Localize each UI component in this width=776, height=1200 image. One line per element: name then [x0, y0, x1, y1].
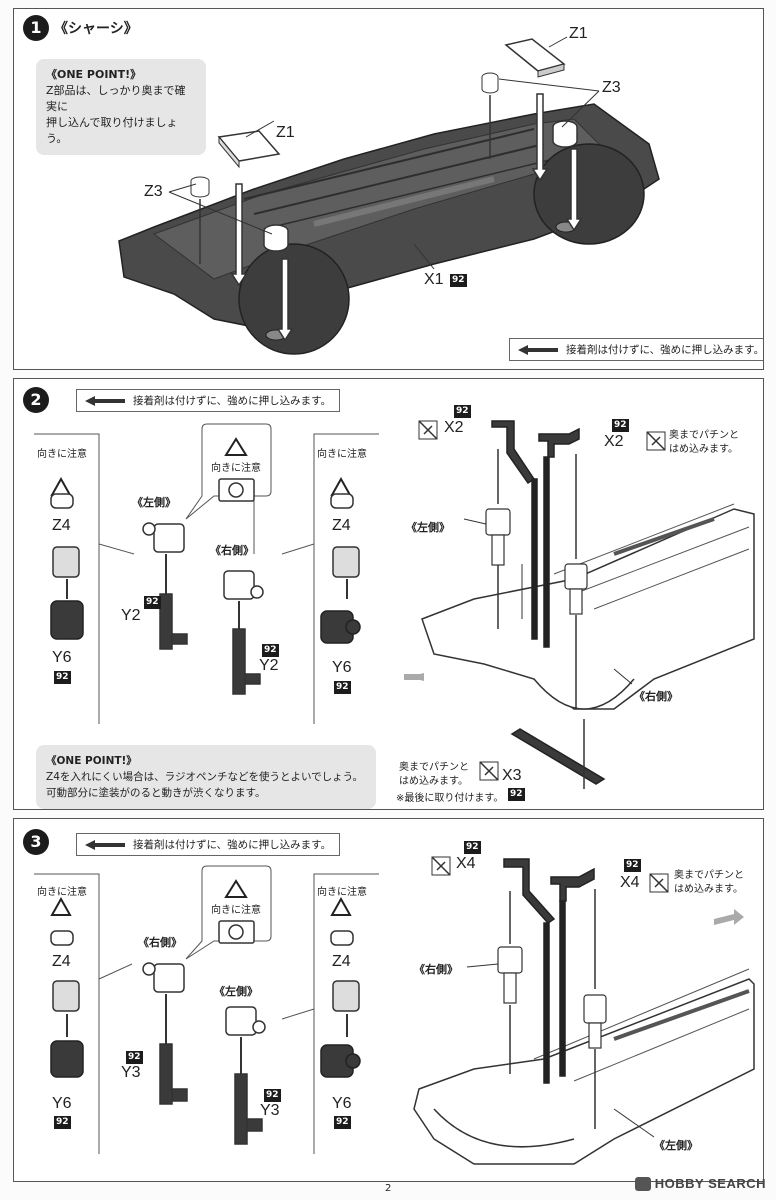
right-side-label: 《右側》 [634, 690, 678, 703]
snap-note: 奥までパチンと はめ込みます。 [674, 869, 744, 897]
caution-label-right: 向きに注意 [317, 887, 367, 898]
watermark: HOBBY SEARCH [634, 1176, 766, 1191]
part-label-y6-right: Y6 [332, 1095, 352, 1112]
glue-note: 接着剤は付けずに、強めに押し込みます。 [509, 338, 764, 361]
part-label-z4-left: Z4 [52, 953, 71, 970]
caution-label-left: 向きに注意 [37, 887, 87, 898]
one-point-text-1: Z4を入れにくい場合は、ラジオペンチなどを使うとよいでしょう。 [46, 771, 364, 783]
part-label-y6-right: Y6 [332, 659, 352, 676]
watermark-text: HOBBY SEARCH [654, 1176, 766, 1191]
runner-badge: 92 [508, 788, 525, 801]
part-label-z1-left: Z1 [276, 124, 295, 141]
last-note: ※最後に取り付けます。 [396, 793, 504, 804]
part-label-x2-left: X2 [444, 419, 464, 436]
one-point-title: 《ONE POINT!》 [46, 68, 142, 81]
one-point-note: 《ONE POINT!》 Z4を入れにくい場合は、ラジオペンチなどを使うとよいで… [36, 745, 376, 809]
part-label-z3-right: Z3 [602, 79, 621, 96]
runner-badge: 92 [334, 1116, 351, 1129]
glue-note-text: 接着剤は付けずに、強めに押し込みます。 [133, 395, 332, 407]
part-label-y3-right: Y3 [260, 1102, 280, 1119]
one-point-note: 《ONE POINT!》 Z部品は、しっかり奥まで確実に 押し込んで取り付けまし… [36, 59, 206, 155]
runner-badge: 92 [334, 681, 351, 694]
part-label-x1: X1 [424, 271, 444, 288]
snap-note-line-1: 奥までパチンと [674, 870, 744, 881]
runner-badge: 92 [454, 405, 471, 418]
bracket-lines [34, 420, 755, 789]
step1-panel: 1 《シャーシ》 《ONE POINT!》 Z部品は、しっかり奥まで確実に 押し… [13, 8, 764, 370]
runner-badge: 92 [612, 419, 629, 432]
x3-snap-note: 奥までパチンと はめ込みます。 [399, 761, 469, 789]
part-label-y2-right: Y2 [259, 657, 279, 674]
snap-note: 奥までパチンと はめ込みます。 [669, 429, 739, 457]
left-side-label: 《左側》 [654, 1139, 698, 1152]
arrow-left-icon [518, 344, 558, 355]
step-number: 3 [23, 829, 49, 855]
runner-badge: 92 [144, 596, 161, 609]
caution-label-left: 向きに注意 [37, 449, 87, 460]
chassis-diagram [118, 36, 660, 355]
caution-label-right: 向きに注意 [317, 449, 367, 460]
runner-badge: 92 [54, 671, 71, 684]
x3-note-line-2: はめ込みます。 [399, 776, 468, 787]
caution-label-mid: 向きに注意 [211, 905, 261, 916]
runner-badge: 92 [464, 841, 481, 854]
part-label-y6-left: Y6 [52, 649, 72, 666]
arrow-left-icon [85, 839, 125, 850]
glue-note: 接着剤は付けずに、強めに押し込みます。 [76, 389, 341, 412]
part-label-y3-left: Y3 [121, 1064, 141, 1081]
step-number: 1 [23, 15, 49, 41]
snap-note-line-1: 奥までパチンと [669, 430, 739, 441]
part-label-x3: X3 [502, 767, 522, 784]
step3-diagram [34, 856, 755, 1165]
snap-note-line-2: はめ込みます。 [674, 884, 743, 895]
right-side-label: 《右側》 [210, 544, 254, 557]
glue-note-text: 接着剤は付けずに、強めに押し込みます。 [133, 839, 332, 851]
x3-note-line-1: 奥までパチンと [399, 762, 469, 773]
part-label-z1-right: Z1 [569, 25, 588, 42]
right-side-label: 《右側》 [414, 963, 458, 976]
part-label-y2-left: Y2 [121, 607, 141, 624]
part-label-x4-right: X4 [620, 874, 640, 891]
runner-badge: 92 [262, 644, 279, 657]
step2-panel: 2 接着剤は付けずに、強めに押し込みます。 [13, 378, 764, 810]
one-point-text-1: Z部品は、しっかり奥まで確実に [46, 84, 186, 113]
part-label-z4-right: Z4 [332, 953, 351, 970]
runner-badge: 92 [126, 1051, 143, 1064]
part-label-z4-left: Z4 [52, 517, 71, 534]
one-point-text-2: 押し込んで取り付けましょう。 [46, 116, 178, 145]
runner-badge: 92 [450, 274, 467, 287]
one-point-text-2: 可動部分に塗装がのると動きが渋くなります。 [46, 787, 266, 799]
part-label-z3-left: Z3 [144, 183, 163, 200]
caution-label-mid: 向きに注意 [211, 463, 261, 474]
arrow-left-icon [85, 395, 125, 406]
step-number: 2 [23, 387, 49, 413]
left-side-label: 《左側》 [132, 496, 176, 509]
glue-note: 接着剤は付けずに、強めに押し込みます。 [76, 833, 341, 856]
left-side-label: 《左側》 [406, 521, 450, 534]
step-title: 《シャーシ》 [54, 21, 138, 37]
step3-panel: 3 接着剤は付けずに、強めに押し込みます。 [13, 818, 764, 1182]
part-label-y6-left: Y6 [52, 1095, 72, 1112]
part-label-x2-right: X2 [604, 433, 624, 450]
runner-badge: 92 [624, 859, 641, 872]
glue-note-text: 接着剤は付けずに、強めに押し込みます。 [566, 344, 764, 356]
one-point-title: 《ONE POINT!》 [46, 755, 137, 767]
part-label-z4-right: Z4 [332, 517, 351, 534]
runner-badge: 92 [264, 1089, 281, 1102]
part-label-x4-left: X4 [456, 855, 476, 872]
left-side-label: 《左側》 [214, 985, 258, 998]
watermark-logo-icon [634, 1176, 651, 1191]
snap-note-line-2: はめ込みます。 [669, 444, 738, 455]
page-number: 2 [385, 1183, 392, 1194]
right-side-label: 《右側》 [138, 936, 182, 949]
runner-badge: 92 [54, 1116, 71, 1129]
